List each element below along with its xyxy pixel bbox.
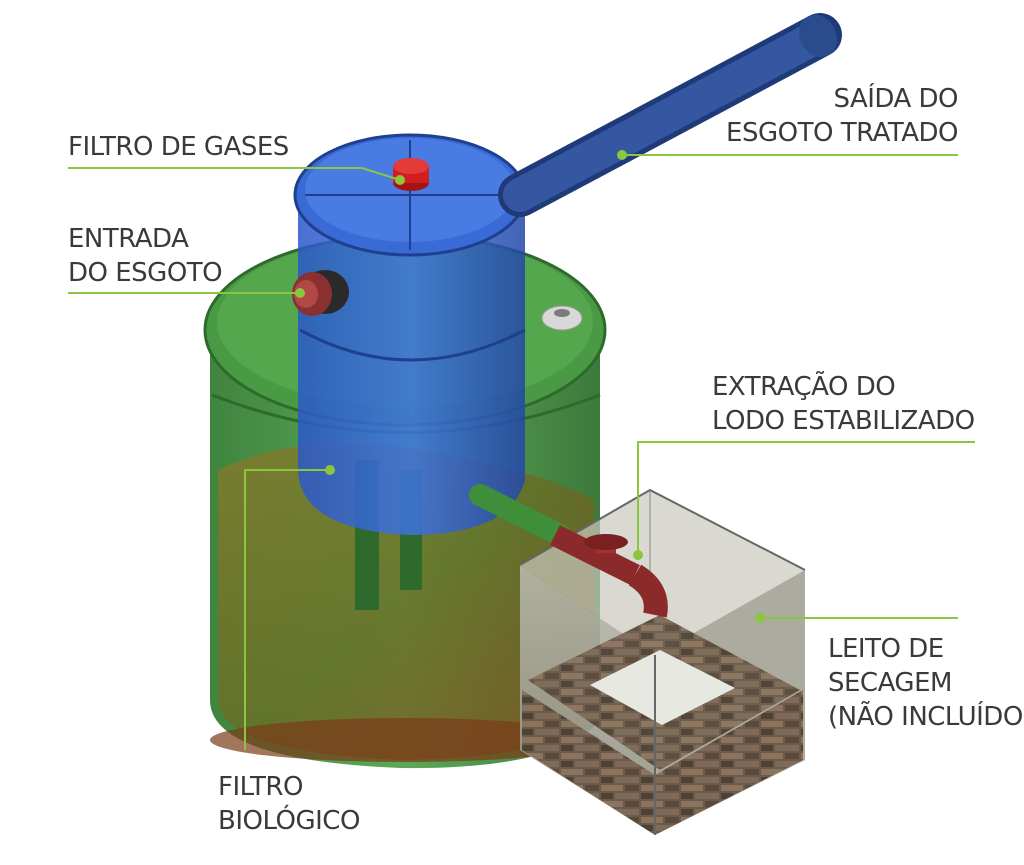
label-leito-secagem: LEITO DE SECAGEM (NÃO INCLUÍDO) <box>828 634 1024 732</box>
label-filtro-gases: FILTRO DE GASES <box>68 132 289 162</box>
leader-biologico <box>244 469 330 750</box>
blue-reactor <box>292 133 527 535</box>
drying-bed <box>519 488 806 835</box>
label-filtro-biologico: FILTRO BIOLÓGICO <box>218 772 360 836</box>
outlet-hose <box>498 13 842 217</box>
leader-filtro-gases <box>68 167 401 181</box>
label-entrada-esgoto: ENTRADA DO ESGOTO <box>68 224 223 288</box>
leader-extracao <box>637 441 975 555</box>
label-saida-esgoto: SAÍDA DO ESGOTO TRATADO <box>726 84 958 148</box>
label-extracao-lodo: EXTRAÇÃO DO LODO ESTABILIZADO <box>712 372 975 436</box>
sludge-valve <box>469 484 668 618</box>
leader-lines <box>68 154 975 750</box>
